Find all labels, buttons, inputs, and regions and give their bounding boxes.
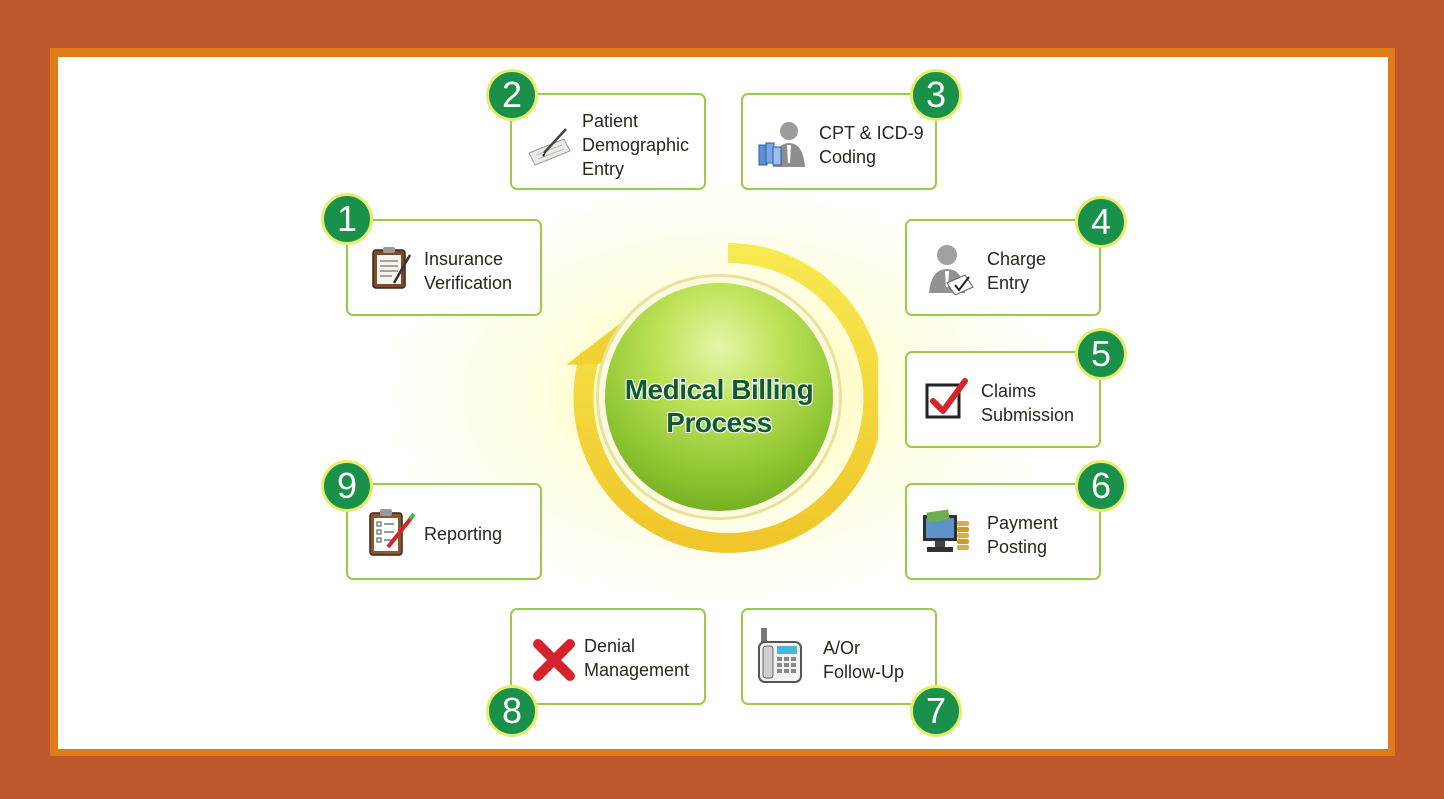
step-7-box: A/Or Follow-Up <box>741 608 937 705</box>
step-8-box: Denial Management <box>510 608 706 705</box>
step-9-badge: 9 <box>321 460 373 512</box>
step-2-box: Patient Demographic Entry <box>510 93 706 190</box>
step-8-label: Denial Management <box>584 636 690 680</box>
step-7-badge: 7 <box>910 685 962 737</box>
step-6-label: Payment Posting <box>987 513 1059 557</box>
step-7-label: A/Or Follow-Up <box>823 638 905 682</box>
step-8-badge: 8 <box>486 685 538 737</box>
clipboard-icon <box>368 245 414 291</box>
step-5-badge: 5 <box>1075 328 1127 380</box>
diagram-canvas: Medical Billing Process Insurance Verifi… <box>58 57 1388 749</box>
checkbox-icon <box>923 377 969 423</box>
person-check-icon <box>925 243 974 296</box>
step-3-box: CPT & ICD-9 Coding <box>741 93 937 190</box>
step-5-label: Claims Submission <box>981 381 1075 425</box>
step-2-badge: 2 <box>486 69 538 121</box>
pen-keyboard-icon <box>526 123 572 169</box>
step-9-box: Reporting <box>346 483 542 580</box>
step-3-badge: 3 <box>910 69 962 121</box>
step-3-label: CPT & ICD-9 Coding <box>819 123 924 167</box>
step-1-badge: 1 <box>321 193 373 245</box>
step-6-badge: 6 <box>1075 460 1127 512</box>
cycle-arrow <box>566 242 878 553</box>
center-circle <box>605 283 833 511</box>
step-6-box: Payment Posting <box>905 483 1101 580</box>
step-5-box: Claims Submission <box>905 351 1101 448</box>
step-4-label: Charge Entry <box>987 249 1047 293</box>
step-4-box: Charge Entry <box>905 219 1101 316</box>
step-2-label: Patient Demographic Entry <box>582 111 690 179</box>
step-1-box: Insurance Verification <box>346 219 542 316</box>
person-documents-icon <box>757 119 805 167</box>
red-x-icon <box>532 638 578 684</box>
phone-icon <box>757 626 803 683</box>
monitor-money-icon <box>921 507 969 553</box>
step-9-label: Reporting <box>424 524 503 544</box>
checklist-icon <box>366 507 416 556</box>
step-1-label: Insurance Verification <box>424 249 513 293</box>
diagram-title: Medical Billing Process <box>624 374 814 438</box>
step-4-badge: 4 <box>1075 196 1127 248</box>
